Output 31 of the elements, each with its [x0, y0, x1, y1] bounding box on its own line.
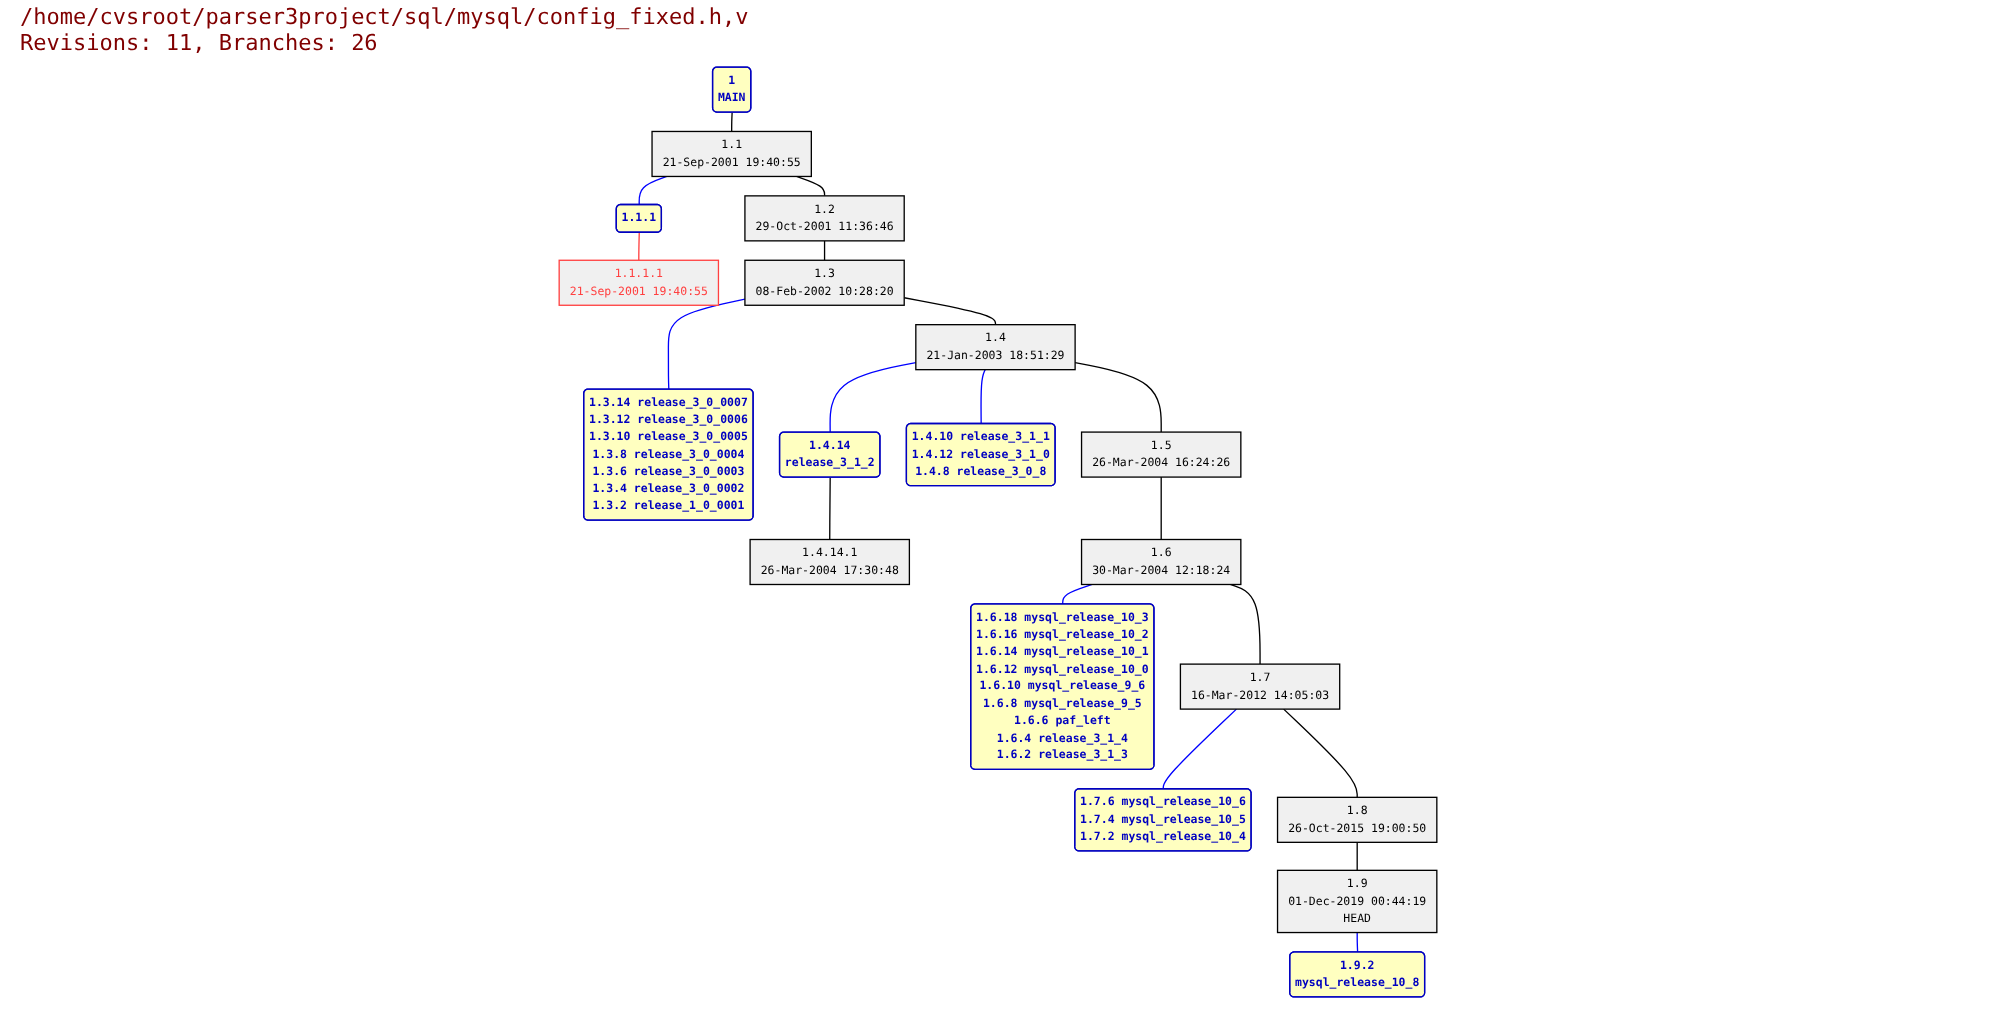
node-box [1080, 538, 1242, 586]
revision-count-note: Revisions: 11, Branches: 26 [20, 30, 380, 56]
connector [1062, 583, 1093, 605]
node-box [744, 259, 905, 306]
node-box [1179, 663, 1341, 710]
connector [731, 111, 733, 133]
connector [903, 297, 997, 326]
connector [829, 362, 917, 434]
connector [667, 298, 746, 391]
connector [1160, 476, 1162, 541]
node-box [651, 130, 812, 178]
connector [1356, 931, 1359, 954]
node-box [1276, 869, 1438, 934]
connector [1162, 708, 1238, 790]
connector [1229, 583, 1261, 665]
connector [1074, 362, 1162, 433]
connector [795, 175, 826, 197]
connector [980, 369, 986, 425]
file-path-title: /home/cvsroot/parser3project/sql/mysql/config_fixed.h,v [20, 4, 749, 30]
connector [829, 476, 831, 541]
connector [1283, 708, 1358, 798]
node-box [1080, 431, 1242, 478]
node-box [749, 538, 911, 586]
node-box [915, 324, 1076, 371]
connector [638, 175, 668, 206]
connector [823, 240, 826, 261]
connector [638, 232, 640, 261]
node-box [558, 259, 720, 306]
node-box [744, 195, 905, 242]
node-box [1276, 796, 1438, 843]
connector [1356, 841, 1358, 871]
